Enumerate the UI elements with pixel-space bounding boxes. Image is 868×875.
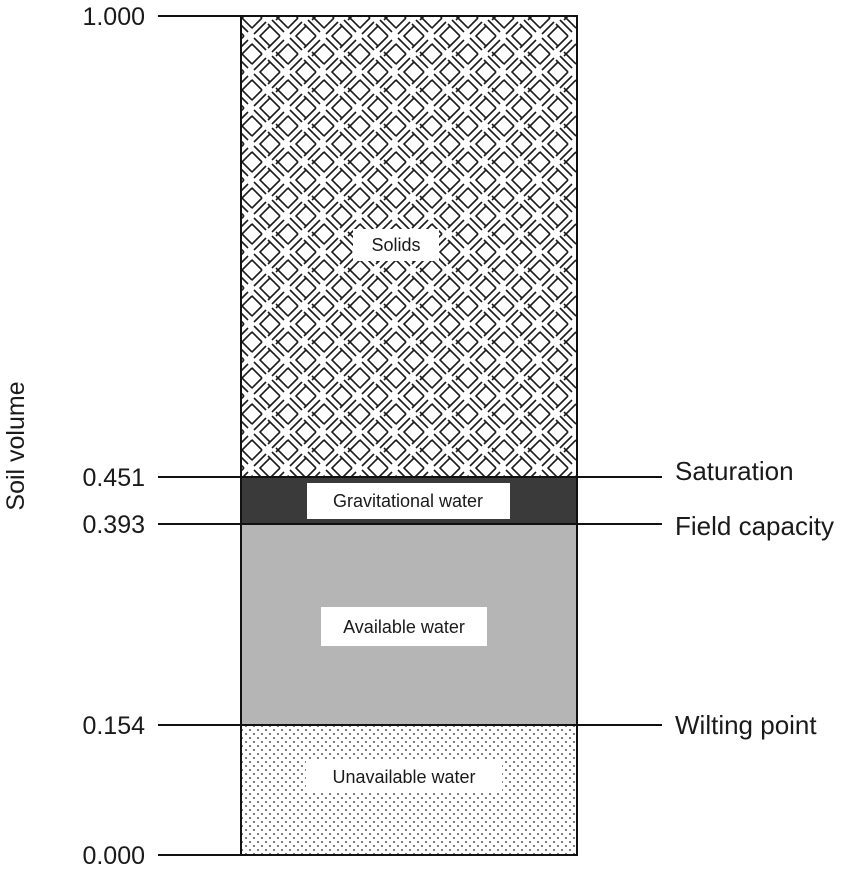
saturation-label: Saturation: [675, 456, 794, 486]
unavailable-label-box: [306, 761, 502, 793]
tick-label-0154: 0.154: [82, 712, 145, 740]
tick-label-0000: 0.000: [82, 842, 145, 870]
tick-label-1000: 1.000: [82, 3, 145, 31]
available-label: Available water: [343, 617, 465, 637]
gravitational-label-box: [307, 483, 510, 519]
available-label-box: [321, 607, 487, 646]
solids-label: Solids: [371, 235, 420, 255]
wilting-point-label: Wilting point: [675, 710, 817, 740]
field-capacity-label: Field capacity: [675, 511, 834, 541]
tick-label-0451: 0.451: [82, 464, 145, 492]
solids-label-box: [353, 229, 439, 261]
unavailable-label: Unavailable water: [332, 767, 475, 787]
gravitational-label: Gravitational water: [333, 491, 483, 511]
axis-title: Soil volume: [2, 381, 30, 510]
tick-label-0393: 0.393: [82, 511, 145, 539]
